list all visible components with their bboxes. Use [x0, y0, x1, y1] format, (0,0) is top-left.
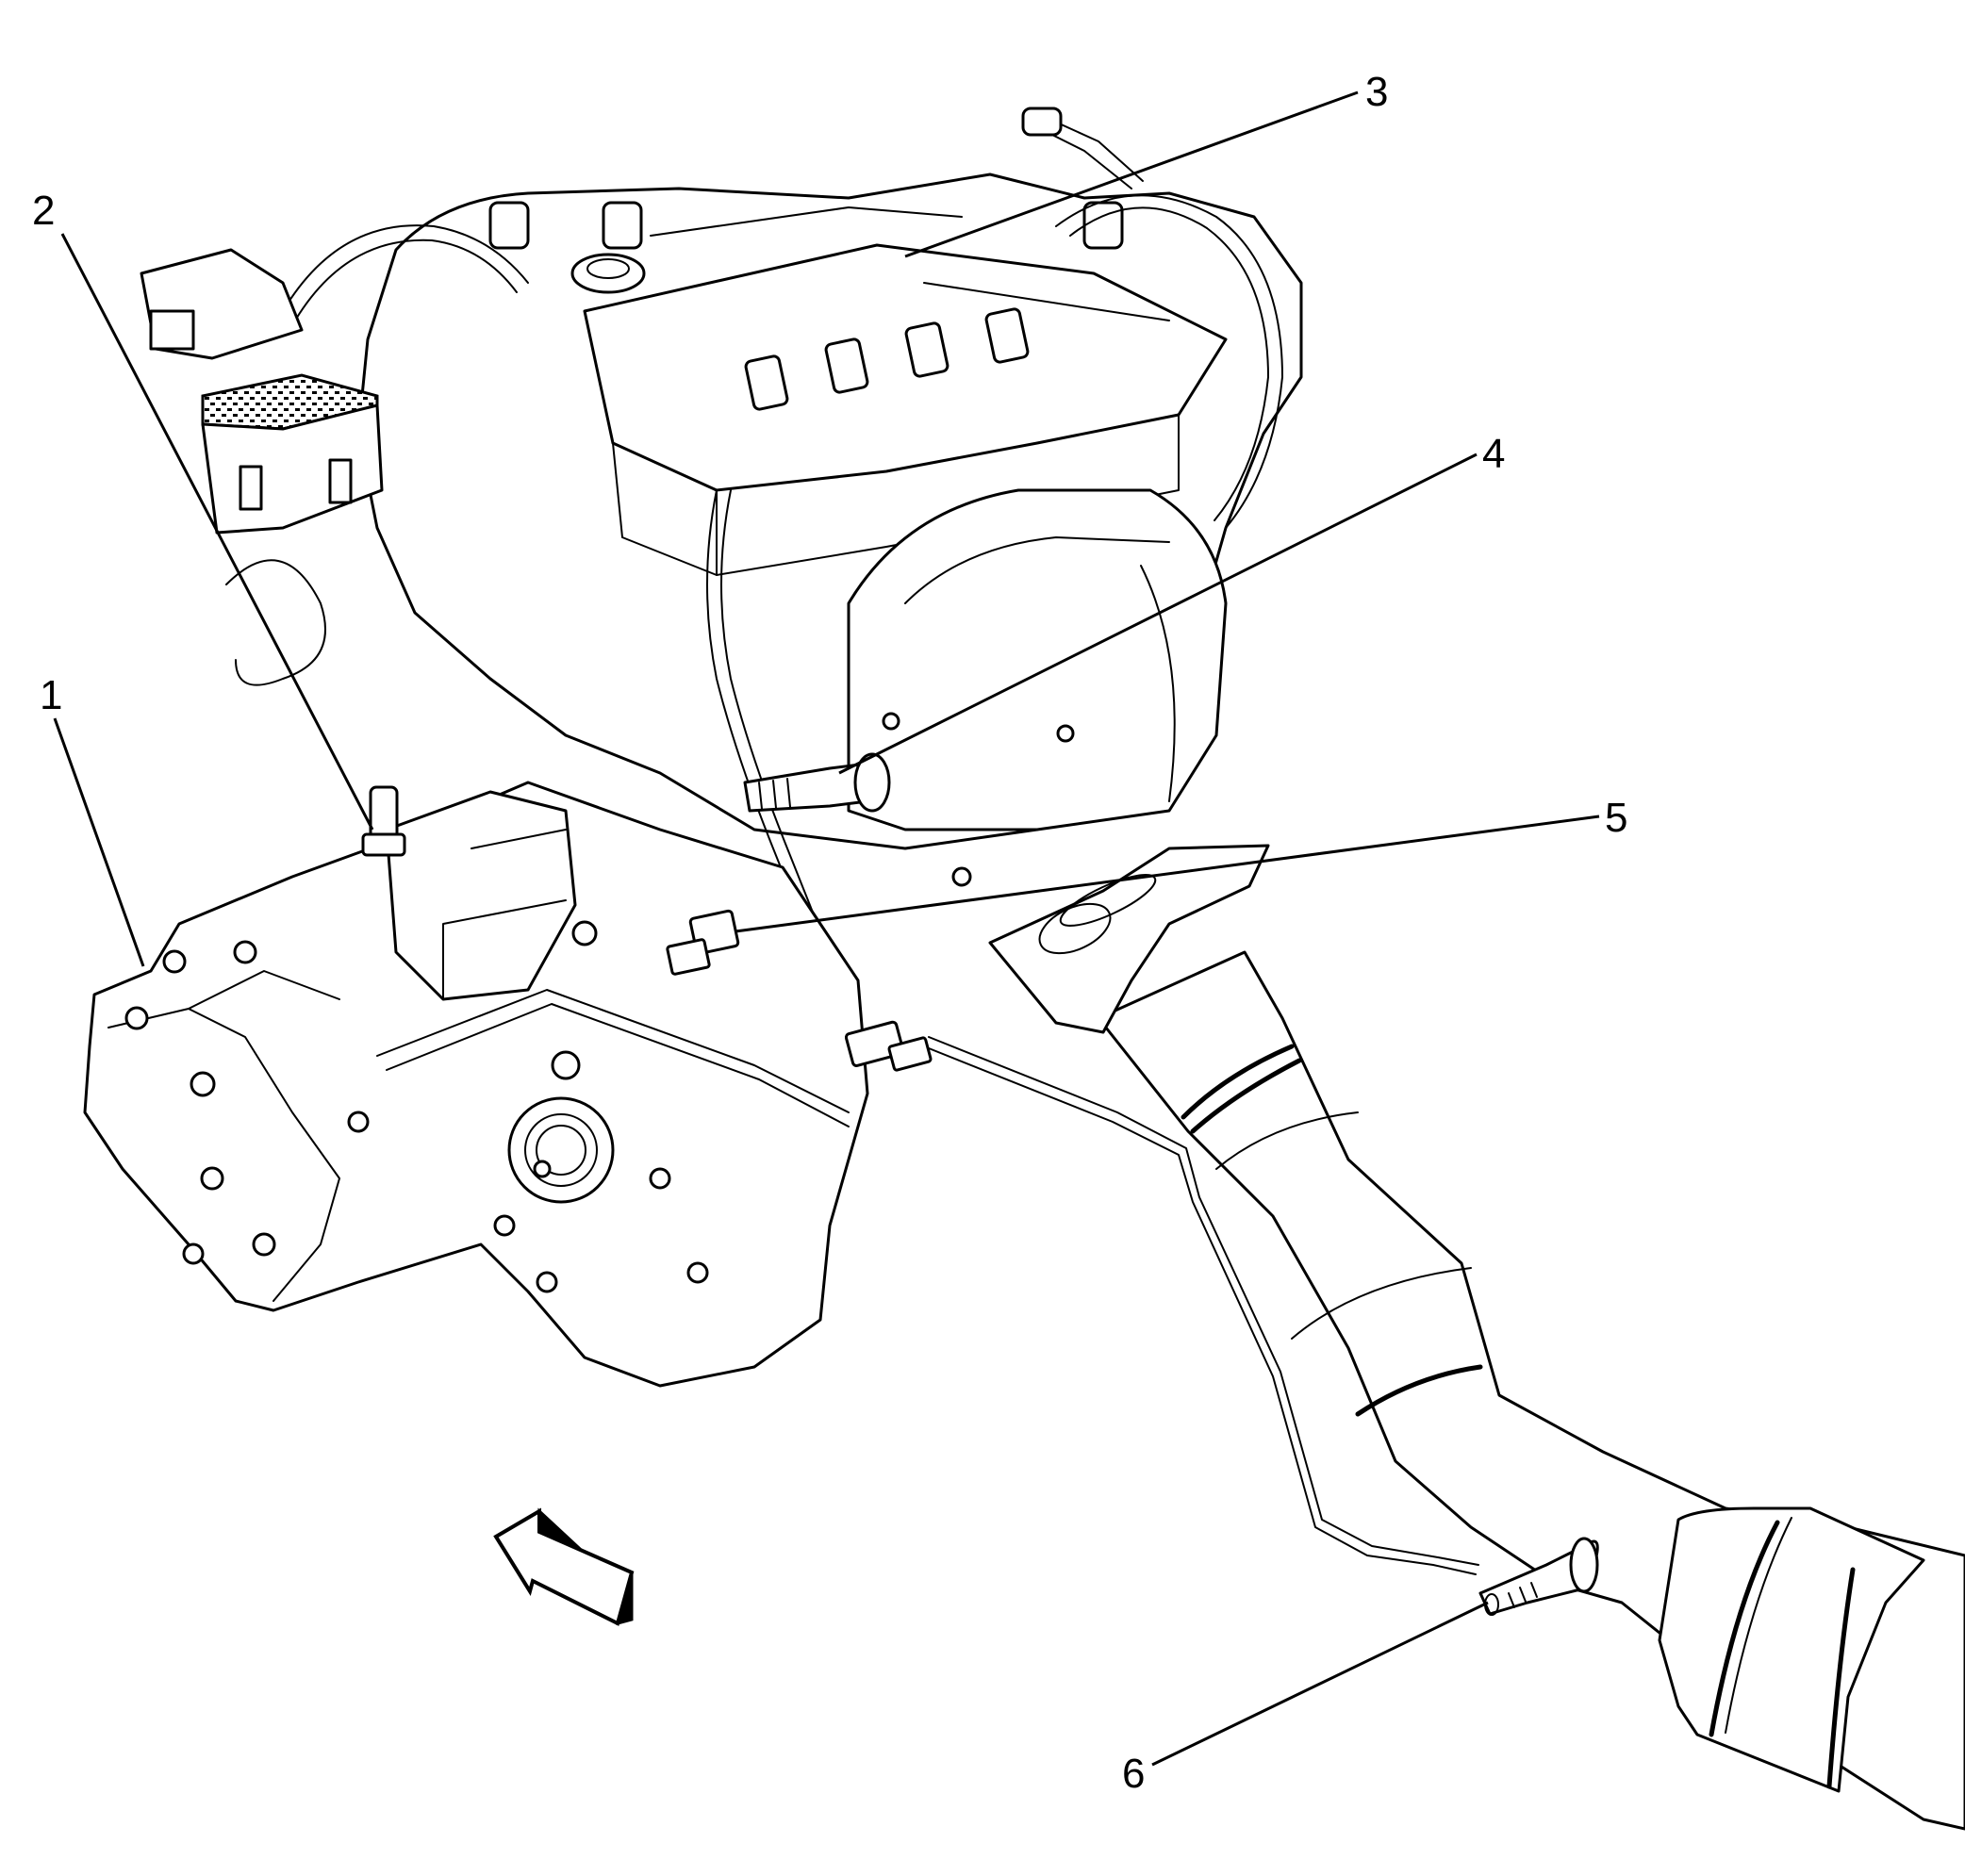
ignition-coils [488, 201, 1124, 411]
axle-seal [507, 1096, 615, 1204]
callout-number-1: 1 [40, 672, 62, 718]
downstream-oxygen-sensor [1478, 1537, 1599, 1616]
transaxle-sensor [361, 785, 406, 857]
callout-1: 1 [40, 672, 145, 967]
callout-2: 2 [32, 188, 374, 831]
callout-number-5: 5 [1605, 795, 1627, 841]
callout-number-6: 6 [1122, 1751, 1145, 1797]
callout-4: 4 [838, 431, 1505, 775]
callout-number-4: 4 [1482, 431, 1505, 477]
callout-6: 6 [1122, 1601, 1489, 1797]
engine-cylinder-head [356, 173, 1303, 887]
callout-3: 3 [904, 69, 1388, 258]
callout-number-2: 2 [32, 188, 55, 234]
front-direction-arrow-icon [493, 1507, 635, 1626]
transaxle-housing [83, 781, 869, 1388]
callouts: 1 2 3 4 5 6 [32, 69, 1627, 1797]
harness-connector [844, 1020, 933, 1072]
exhaust-pipe-assembly [988, 844, 1965, 1831]
callout-number-3: 3 [1365, 69, 1388, 115]
sensor-connector [666, 909, 740, 976]
upstream-oxygen-sensor [743, 752, 891, 813]
sensor-harness-wire [923, 1036, 1479, 1575]
callout-5: 5 [735, 795, 1627, 933]
engine-control-modules [140, 248, 384, 535]
